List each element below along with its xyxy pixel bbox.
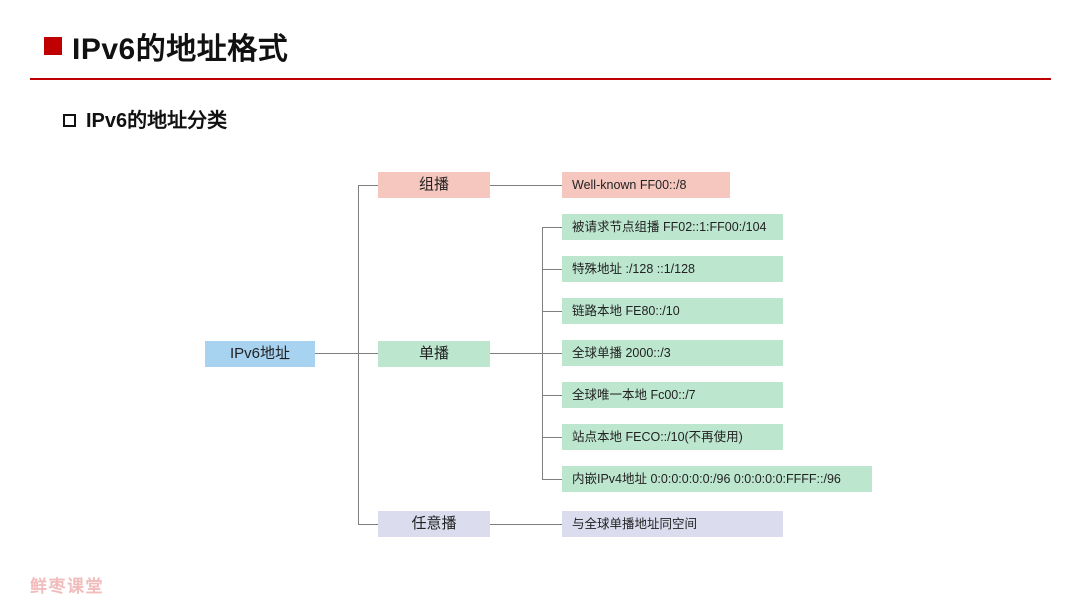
leaf-anycast-space: 与全球单播地址同空间	[562, 511, 783, 537]
connector-stub-leaf-5	[542, 395, 562, 396]
connector-stub-leaf-1	[542, 227, 562, 228]
tree-node-unicast: 单播	[378, 341, 490, 367]
leaf-ipv4-embedded: 内嵌IPv4地址 0:0:0:0:0:0:/96 0:0:0:0:0:FFFF:…	[562, 466, 872, 492]
tree-node-multicast: 组播	[378, 172, 490, 198]
leaf-special-address: 特殊地址 :/128 ::1/128	[562, 256, 783, 282]
page-title: IPv6的地址格式	[72, 33, 289, 66]
leaf-well-known: Well-known FF00::/8	[562, 172, 730, 198]
title-divider	[30, 78, 1051, 80]
connector-stub-leaf-3	[542, 311, 562, 312]
connector-anycast-to-leaf	[490, 524, 562, 525]
connector-trunk-to-unicast	[358, 353, 378, 354]
connector-stub-leaf-6	[542, 437, 562, 438]
watermark-logo: 鲜枣课堂	[30, 577, 104, 596]
connector-multicast-to-leaf	[490, 185, 562, 186]
connector-stub-leaf-2	[542, 269, 562, 270]
tree-node-anycast: 任意播	[378, 511, 490, 537]
leaf-site-local: 站点本地 FECO::/10(不再使用)	[562, 424, 783, 450]
section-bullet-square-icon	[63, 114, 76, 127]
connector-unicast-trunk-vertical	[542, 227, 543, 479]
connector-trunk-vertical	[358, 185, 359, 524]
title-bullet-square-icon	[44, 37, 62, 55]
leaf-link-local: 链路本地 FE80::/10	[562, 298, 783, 324]
connector-trunk-to-multicast	[358, 185, 378, 186]
leaf-global-unicast: 全球单播 2000::/3	[562, 340, 783, 366]
connector-root-to-trunk	[315, 353, 358, 354]
connector-stub-leaf-7	[542, 479, 562, 480]
connector-unicast-to-leaf	[490, 353, 562, 354]
connector-trunk-to-anycast	[358, 524, 378, 525]
tree-node-root: IPv6地址	[205, 341, 315, 367]
leaf-unique-local: 全球唯一本地 Fc00::/7	[562, 382, 783, 408]
leaf-solicited-node-multicast: 被请求节点组播 FF02::1:FF00:/104	[562, 214, 783, 240]
section-heading: IPv6的地址分类	[86, 110, 228, 132]
